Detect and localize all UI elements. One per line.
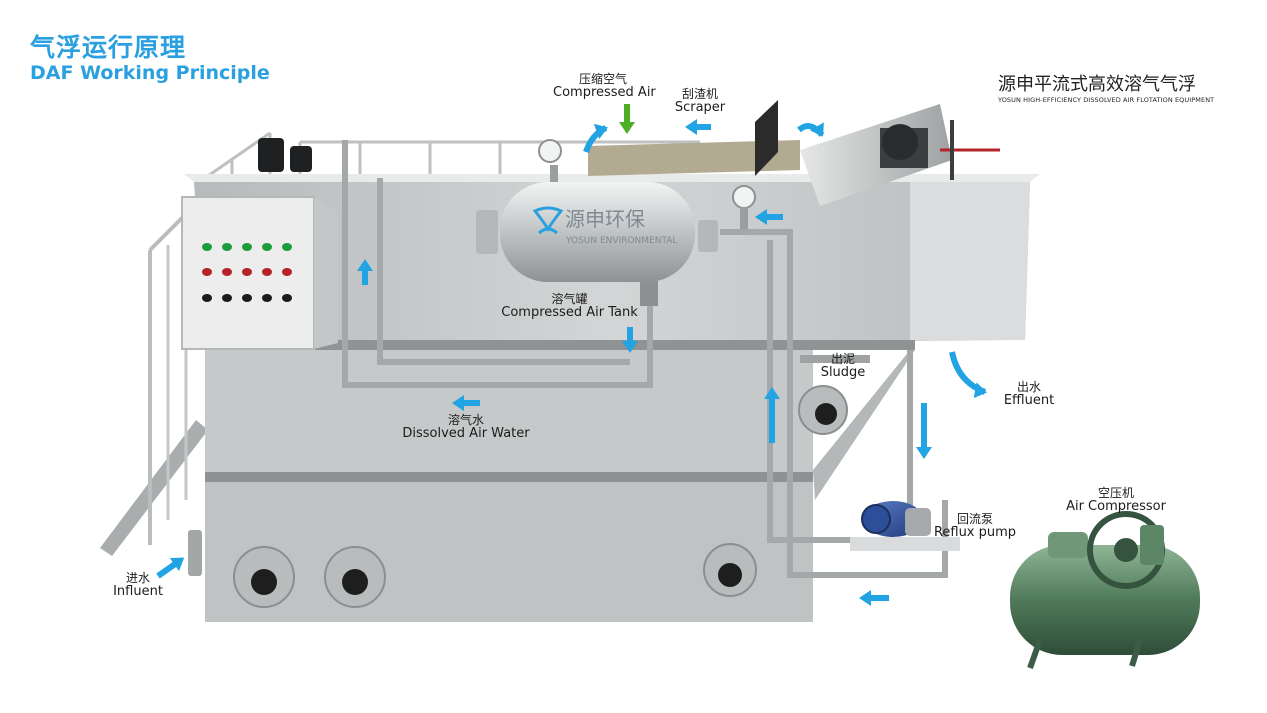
tank-logo-name-en: YOSUN ENVIRONMENTAL bbox=[566, 236, 678, 246]
indicator-light-green bbox=[222, 243, 232, 251]
indicator-light-black bbox=[222, 294, 232, 302]
flow-arrows bbox=[156, 104, 987, 606]
drum-curve-arrow bbox=[796, 122, 825, 137]
top-railing bbox=[204, 131, 700, 180]
tank-logo-icon bbox=[532, 203, 564, 247]
sludge-up-arrow bbox=[764, 387, 780, 443]
return-flow-arrow bbox=[755, 209, 783, 225]
effluent-curve-arrow bbox=[949, 351, 987, 399]
reflux-pump bbox=[850, 501, 960, 551]
indicator-light-red bbox=[262, 268, 272, 276]
indicator-light-black bbox=[282, 294, 292, 302]
pump-motors bbox=[258, 138, 312, 172]
dissolved-air-water-arrow bbox=[452, 395, 480, 411]
air-curve-arrow bbox=[583, 123, 608, 154]
indicator-light-green bbox=[282, 243, 292, 251]
indicator-light-green bbox=[202, 243, 212, 251]
page-title-cn: 气浮运行原理 bbox=[30, 33, 187, 62]
indicator-lights bbox=[202, 243, 292, 302]
indicator-light-green bbox=[242, 243, 252, 251]
indicator-light-black bbox=[202, 294, 212, 302]
influent-arrow bbox=[156, 557, 185, 579]
scraper-assembly bbox=[588, 100, 1000, 206]
return-bottom-arrow bbox=[859, 590, 889, 606]
tank-logo-name-cn: 源申环保 bbox=[565, 207, 645, 231]
effluent-down-arrow bbox=[916, 403, 932, 459]
brand-name-cn: 源申平流式高效溶气气浮 bbox=[998, 74, 1196, 95]
page-title-en: DAF Working Principle bbox=[30, 62, 270, 84]
scraper-direction-arrow bbox=[685, 119, 711, 135]
sludge-outlet-flange bbox=[798, 385, 848, 435]
indicator-light-green bbox=[262, 243, 272, 251]
indicator-light-red bbox=[282, 268, 292, 276]
indicator-light-red bbox=[242, 268, 252, 276]
brand-name-en: YOSUN HIGH-EFFICIENCY DISSOLVED AIR FLOT… bbox=[998, 96, 1215, 104]
air-inlet-arrow bbox=[619, 104, 635, 134]
tank-outlet-down-arrow bbox=[622, 327, 638, 353]
indicator-light-red bbox=[222, 268, 232, 276]
air-compressor bbox=[1010, 511, 1200, 670]
control-panel bbox=[181, 196, 338, 350]
indicator-light-black bbox=[242, 294, 252, 302]
indicator-light-black bbox=[262, 294, 272, 302]
indicator-light-red bbox=[202, 268, 212, 276]
inlet-flanges bbox=[188, 530, 757, 608]
tank-upflow-arrow bbox=[357, 259, 373, 285]
